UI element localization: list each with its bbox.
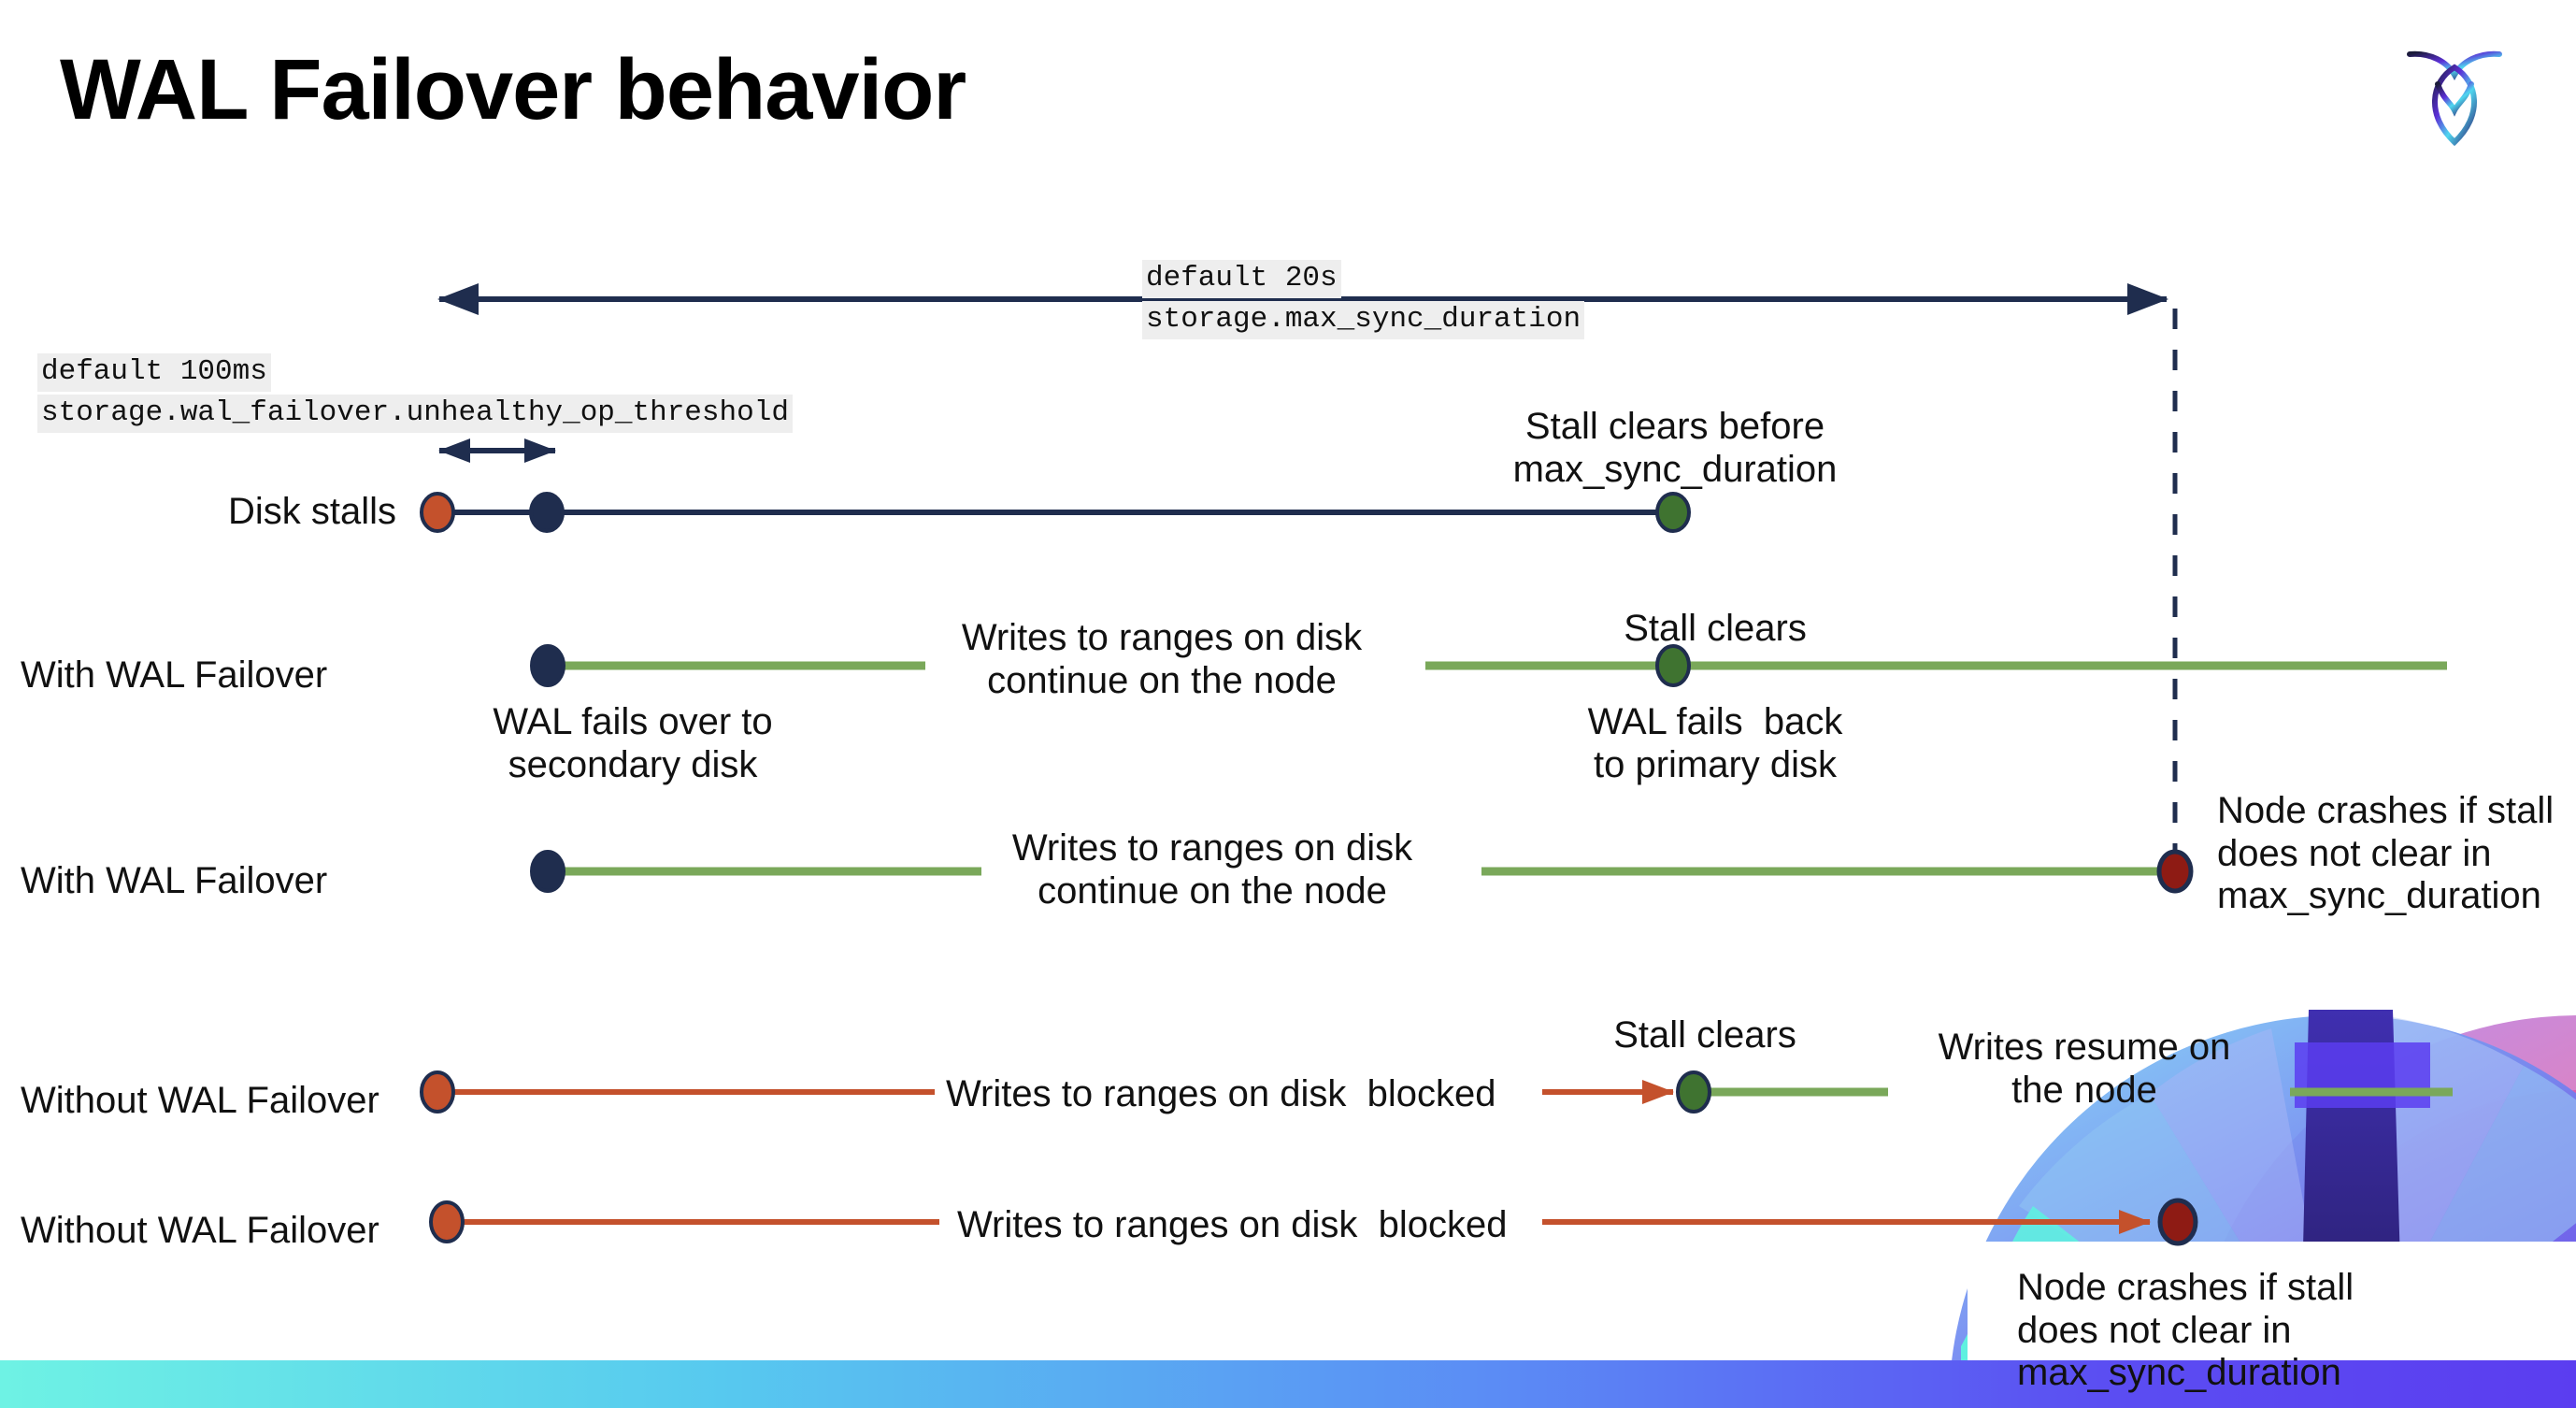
note-stall-clears-1: Stall clears bbox=[1624, 608, 1807, 649]
stall-start-marker bbox=[429, 1200, 465, 1243]
note-node-crashes-2: Node crashes if stall does not clear in … bbox=[2017, 1267, 2354, 1394]
stall-clear-marker bbox=[1655, 492, 1691, 533]
row-label-without-failover-1: Without WAL Failover bbox=[21, 1080, 379, 1121]
bottom-gradient-bar bbox=[0, 1360, 2576, 1408]
node-crash-marker bbox=[2157, 1198, 2198, 1246]
unhealthy-default-chip: default 100ms bbox=[37, 353, 271, 392]
row-with-failover-crashes-track bbox=[530, 849, 2194, 894]
note-stall-clears-before-max-sync: Stall clears before max_sync_duration bbox=[1512, 406, 1838, 490]
note-writes-blocked-2: Writes to ranges on disk blocked bbox=[957, 1204, 1508, 1245]
row-without-failover-recovers-track bbox=[420, 1070, 2453, 1113]
node-crash-marker bbox=[2156, 849, 2194, 894]
note-wal-fails-back: WAL fails back to primary disk bbox=[1587, 701, 1843, 785]
row-disk-stalls-track bbox=[420, 492, 1691, 533]
note-writes-resume: Writes resume on the node bbox=[1938, 1027, 2231, 1111]
row-label-disk-stalls: Disk stalls bbox=[227, 491, 396, 532]
max-sync-default-chip: default 20s bbox=[1142, 260, 1341, 298]
page-title: WAL Failover behavior bbox=[60, 42, 966, 137]
unhealthy-setting-chip: storage.wal_failover.unhealthy_op_thresh… bbox=[37, 395, 793, 433]
note-writes-blocked-1: Writes to ranges on disk blocked bbox=[946, 1073, 1496, 1114]
row-label-without-failover-2: Without WAL Failover bbox=[21, 1210, 379, 1251]
unhealthy-threshold-marker bbox=[529, 492, 565, 533]
note-writes-continue-2: Writes to ranges on disk continue on the… bbox=[1011, 827, 1413, 912]
row-without-failover-crashes-track bbox=[429, 1198, 2198, 1246]
max-sync-setting-chip: storage.max_sync_duration bbox=[1142, 301, 1585, 339]
failover-marker bbox=[530, 850, 565, 893]
note-writes-continue-1: Writes to ranges on disk continue on the… bbox=[961, 617, 1363, 701]
note-node-crashes-1: Node crashes if stall does not clear in … bbox=[2217, 790, 2555, 917]
cockroachdb-logo-icon bbox=[2407, 50, 2502, 147]
note-wal-fails-over: WAL fails over to secondary disk bbox=[493, 701, 773, 785]
row-label-with-failover-2: With WAL Failover bbox=[21, 860, 328, 901]
row-label-with-failover-1: With WAL Failover bbox=[21, 654, 328, 696]
stall-clear-marker bbox=[1676, 1070, 1711, 1113]
stall-clear-marker bbox=[1655, 644, 1691, 687]
stall-start-marker bbox=[420, 492, 455, 533]
failover-marker bbox=[530, 644, 565, 687]
row-with-failover-recovers-track bbox=[530, 644, 2447, 687]
stall-start-marker bbox=[420, 1070, 455, 1113]
note-stall-clears-2: Stall clears bbox=[1613, 1014, 1796, 1056]
